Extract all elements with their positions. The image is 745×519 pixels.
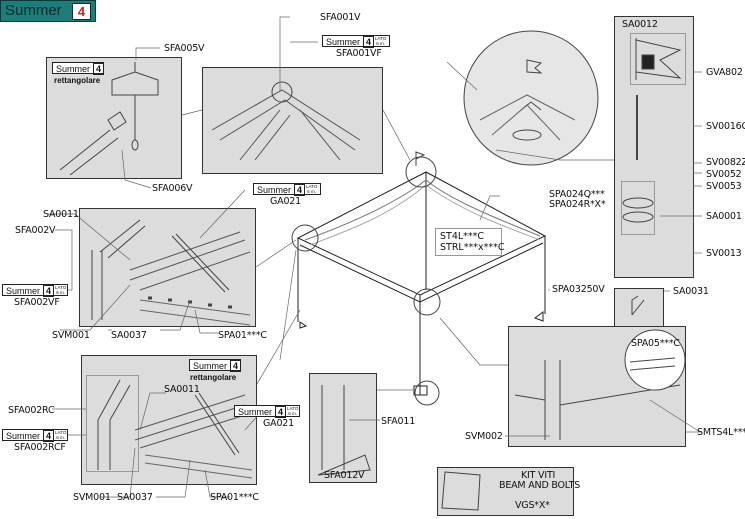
label-sv0013: SV0013 xyxy=(706,248,742,259)
detail-circle-top xyxy=(463,30,599,166)
label-ga021-bottom: GA021 xyxy=(263,418,294,429)
label-sa0011-bottom: SA0011 xyxy=(164,384,200,395)
label-sfa002rcf: SFA002RCF xyxy=(14,442,66,453)
label-sfa001vf: SFA001VF xyxy=(336,48,382,59)
base-disc-frame xyxy=(621,181,655,235)
label-spa024q: SPA024Q*** xyxy=(549,189,605,200)
panel-corner-left xyxy=(79,208,256,327)
label-sfa005v: SFA005V xyxy=(164,43,205,54)
corner-joint-frame xyxy=(86,375,139,472)
brand-word: Summer xyxy=(5,2,62,19)
label-sa0012: SA0012 xyxy=(622,19,658,30)
detail-circle-front-corner xyxy=(413,288,441,316)
label-rettangolare-bottom: rettangolare xyxy=(190,373,237,382)
label-spa024r: SPA024R*X* xyxy=(549,199,606,210)
label-sfa002v: SFA002V xyxy=(15,225,56,236)
label-sv0082z: SV0082Z xyxy=(706,157,745,168)
label-sfa012v: SFA012V xyxy=(324,470,365,481)
label-sa0031: SA0031 xyxy=(673,286,709,297)
label-rettangolare-top: rettangolare xyxy=(54,76,101,85)
label-spa01-bottom: SPA01***C xyxy=(210,492,259,503)
label-gva802: GVA802 xyxy=(706,67,743,78)
detail-circle-foot xyxy=(414,380,440,406)
label-svm002: SVM002 xyxy=(465,431,503,442)
label-sfa001v: SFA001V xyxy=(320,12,361,23)
panel-bolt-kit xyxy=(437,467,574,516)
label-sa0001: SA0001 xyxy=(706,211,742,222)
label-smts4l: SMTS4L*** xyxy=(697,427,745,438)
label-vgs: VGS*X* xyxy=(515,500,550,511)
canopy-codes-box: ST4L***C STRL***x***C xyxy=(435,228,505,256)
brand-number: 4 xyxy=(72,3,91,20)
label-strl: STRL***x***C xyxy=(440,242,505,253)
tent-frame xyxy=(296,171,547,396)
label-beam-bolts: BEAM AND BOLTS xyxy=(499,480,581,491)
label-sv0053: SV0053 xyxy=(706,181,742,192)
label-svm001-bottom: SVM001 xyxy=(73,492,111,503)
label-sa0037-bottom: SA0037 xyxy=(117,492,153,503)
label-spa03250v: SPA03250V xyxy=(552,284,605,295)
label-sa0037-top: SA0037 xyxy=(111,330,147,341)
panel-top-joint xyxy=(202,67,383,174)
label-sfa006v: SFA006V xyxy=(152,183,193,194)
detail-circle-left-corner xyxy=(291,224,319,252)
flag-frame xyxy=(630,33,686,85)
label-sfa011: SFA011 xyxy=(381,416,416,427)
label-spa05: SPA05***C xyxy=(631,338,680,349)
brand-logo: Summer 4 xyxy=(0,0,96,22)
panel-top-cap xyxy=(46,57,182,179)
label-sa0011-top: SA0011 xyxy=(43,209,79,220)
leader-lines xyxy=(48,16,702,498)
label-ga021-top: GA021 xyxy=(270,196,301,207)
label-sfa002vf: SFA002VF xyxy=(14,297,60,308)
label-svm001-top: SVM001 xyxy=(52,330,90,341)
label-sv0052: SV0052 xyxy=(706,169,742,180)
label-sv0016c: SV0016C xyxy=(706,121,745,132)
label-st4l: ST4L***C xyxy=(440,231,485,242)
label-kit-viti: KIT VITI xyxy=(521,470,556,481)
label-sfa002rc: SFA002RC xyxy=(8,405,55,416)
label-spa01-top: SPA01***C xyxy=(218,330,267,341)
